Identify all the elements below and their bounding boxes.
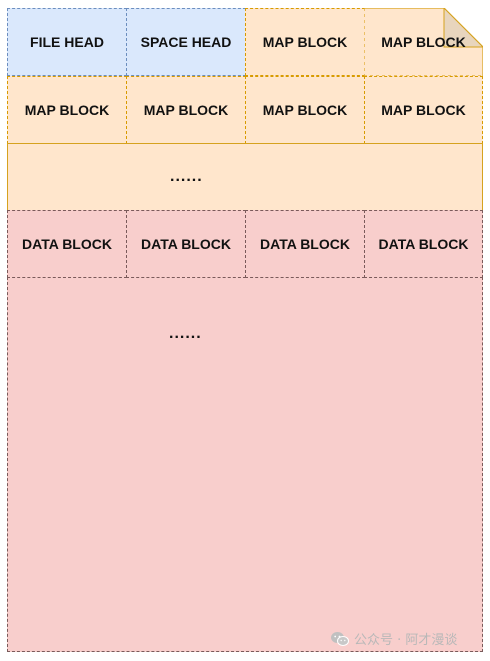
map-block-cell: MAP BLOCK <box>7 76 127 144</box>
map-block-label: MAP BLOCK <box>262 102 348 118</box>
watermark-text: 公众号 · 阿才漫谈 <box>354 633 458 648</box>
map-block-label-wrap: MAP BLOCK <box>364 8 483 76</box>
map-block-cell: MAP BLOCK <box>245 76 365 144</box>
map-block-cell: MAP BLOCK <box>245 8 365 76</box>
file-head-cell: FILE HEAD <box>7 8 127 76</box>
wechat-icon <box>331 631 349 646</box>
folded-corner-shape <box>364 8 483 76</box>
space-head-cell: SPACE HEAD <box>126 8 246 76</box>
map-block-label: MAP BLOCK <box>24 102 110 118</box>
watermark: 公众号 · 阿才漫谈 <box>330 629 457 648</box>
data-block-label: DATA BLOCK <box>260 236 350 252</box>
map-block-label: MAP BLOCK <box>262 34 348 50</box>
map-ellipsis: ...... <box>170 168 203 185</box>
map-block-label: MAP BLOCK <box>381 102 466 118</box>
data-block-label: DATA BLOCK <box>378 236 469 252</box>
data-block-label: DATA BLOCK <box>141 236 231 252</box>
map-block-label: MAP BLOCK <box>381 34 466 50</box>
map-block-label: MAP BLOCK <box>143 102 229 118</box>
file-head-label: FILE HEAD <box>30 34 104 50</box>
data-block-cell: DATA BLOCK <box>126 210 246 278</box>
map-block-cell: MAP BLOCK <box>364 76 483 144</box>
data-block-cell: DATA BLOCK <box>364 210 483 278</box>
map-block-cell: MAP BLOCK <box>126 76 246 144</box>
space-head-label: SPACE HEAD <box>140 34 232 50</box>
data-block-cell: DATA BLOCK <box>7 210 127 278</box>
map-block-cell-folded: MAP BLOCK <box>364 8 483 76</box>
data-ellipsis: ...... <box>169 325 202 342</box>
data-block-cell: DATA BLOCK <box>245 210 365 278</box>
map-ellipsis-row: ...... <box>7 143 483 211</box>
data-block-label: DATA BLOCK <box>22 236 112 252</box>
data-region <box>7 277 483 652</box>
